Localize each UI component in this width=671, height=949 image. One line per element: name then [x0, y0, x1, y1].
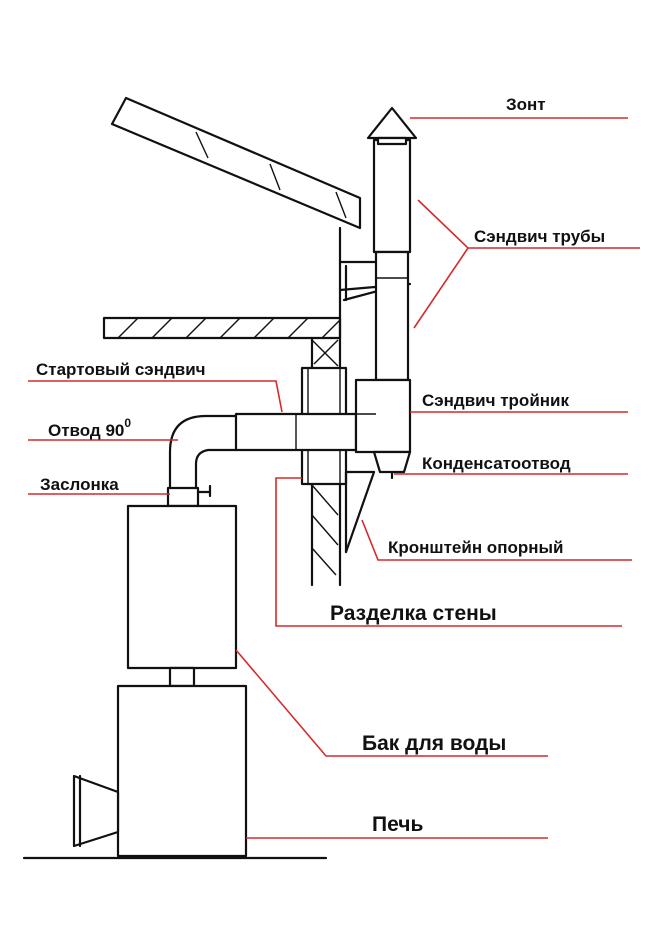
support-bracket — [344, 470, 376, 554]
label-sandwich-tee: Сэндвич тройник — [422, 391, 569, 410]
ceiling-slab — [102, 316, 342, 340]
label-damper: Заслонка — [40, 475, 119, 494]
labels: Зонт Сэндвич трубы Стартовый сэндвич Отв… — [36, 95, 605, 836]
sandwich-pipe-vertical — [372, 138, 412, 382]
damper — [166, 484, 212, 508]
label-water-tank: Бак для воды — [362, 732, 506, 755]
label-elbow-degree: 0 — [124, 416, 131, 430]
elbow-90 — [168, 414, 238, 490]
label-condensate: Конденсатоотвод — [422, 454, 571, 473]
leader-lines — [28, 117, 640, 839]
condensate-drain — [372, 450, 412, 480]
label-elbow-text: Отвод 90 — [48, 421, 124, 440]
label-sandwich-pipes: Сэндвич трубы — [474, 227, 605, 246]
label-stove: Печь — [372, 813, 423, 836]
label-bracket: Кронштейн опорный — [388, 538, 563, 557]
stove — [22, 684, 328, 860]
label-zont: Зонт — [506, 95, 546, 114]
roof — [110, 96, 362, 230]
water-tank — [126, 504, 238, 688]
sandwich-tee — [354, 378, 412, 454]
label-starter-sandwich: Стартовый сэндвич — [36, 360, 206, 379]
chimney-cap — [366, 106, 418, 146]
label-wall-separation: Разделка стены — [330, 602, 497, 625]
starter-sandwich-horizontal — [234, 412, 358, 452]
label-elbow: Отвод 900 — [48, 416, 131, 440]
